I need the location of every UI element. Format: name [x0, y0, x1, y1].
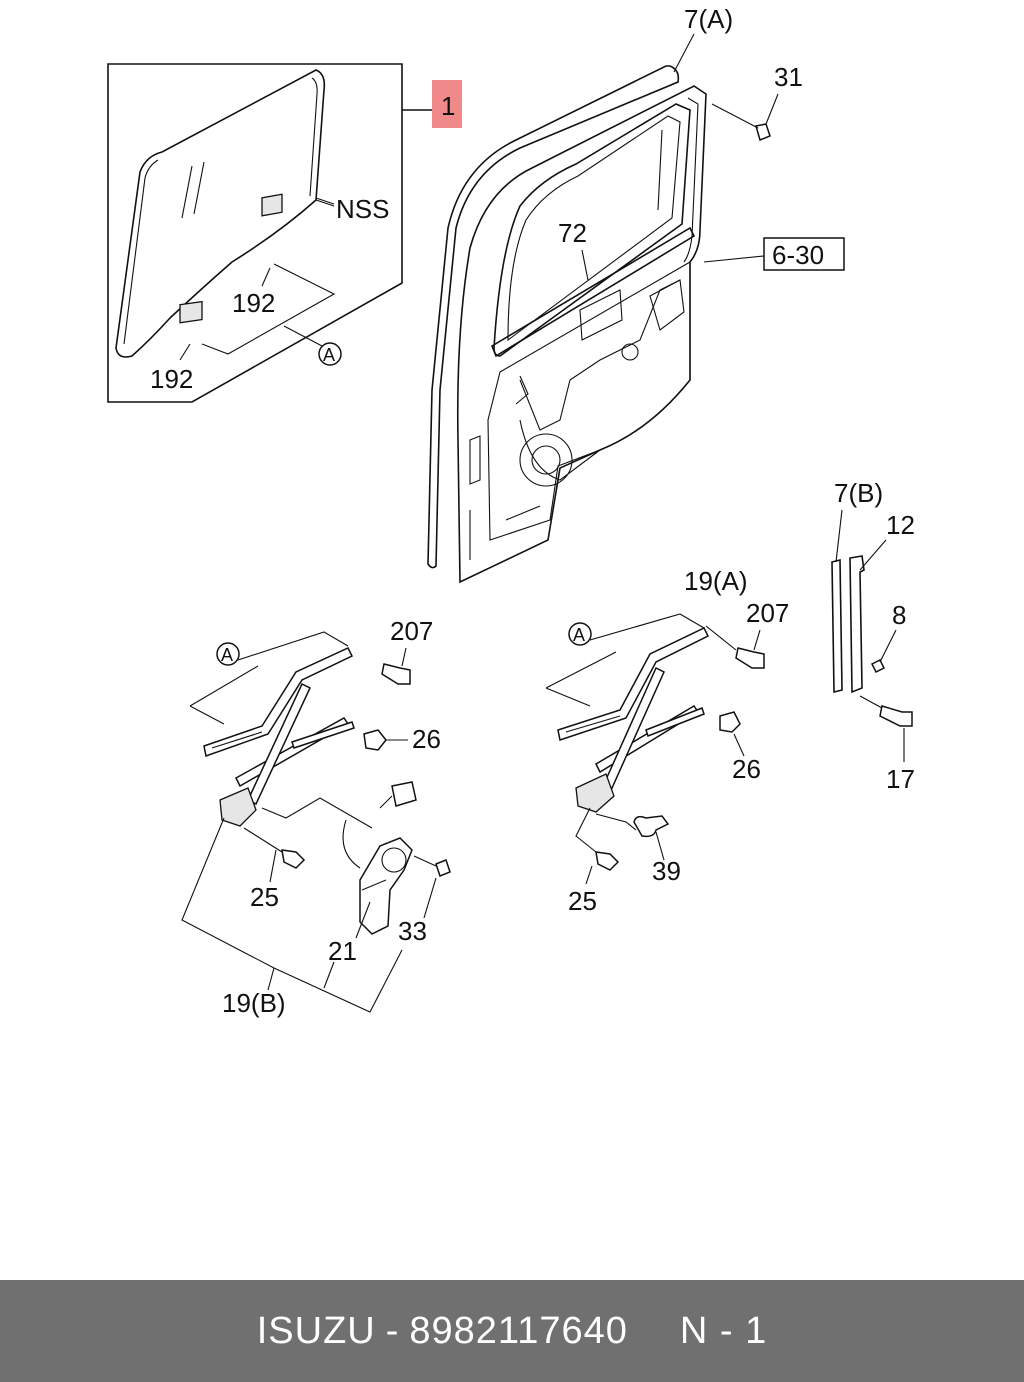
brand-separator: -	[385, 1309, 400, 1352]
door-glass	[115, 69, 326, 358]
nut-26-mid	[719, 711, 741, 733]
label-207-left: 207	[390, 616, 433, 646]
motor-21	[359, 837, 413, 935]
screw-25-mid	[595, 851, 620, 871]
label-31: 31	[774, 62, 803, 92]
crank-handle-39	[633, 815, 670, 838]
bolt-207-left	[381, 663, 411, 685]
belt-moulding-72	[491, 226, 696, 358]
footer-bar: ISUZU - 8982117640 N - 1	[0, 1280, 1024, 1382]
glass-clip-upper	[261, 193, 283, 217]
callout-1-highlight	[432, 80, 462, 128]
brand-name: ISUZU	[256, 1309, 376, 1352]
label-26-left: 26	[412, 724, 441, 754]
label-25-mid: 25	[568, 886, 597, 916]
part-number: 8982117640	[409, 1309, 628, 1352]
label-1: 1	[441, 91, 455, 121]
channel-bracket-12	[849, 555, 865, 694]
label-19a: 19(A)	[684, 566, 748, 596]
page-reference: N - 1	[679, 1309, 768, 1352]
label-17: 17	[886, 764, 915, 794]
screw-25-left	[281, 849, 306, 869]
ref-circle-a-mid	[568, 622, 592, 646]
clip-8	[870, 658, 886, 674]
label-8: 8	[892, 600, 906, 630]
label-21: 21	[328, 936, 357, 966]
label-19b: 19(B)	[222, 988, 286, 1018]
ref-circle-a-top	[318, 342, 342, 366]
weatherstrip-7a	[427, 65, 680, 569]
label-6-30: 6-30	[772, 240, 824, 270]
screw-33	[435, 859, 451, 877]
run-channel-7b	[831, 558, 843, 694]
nut-26-left	[363, 729, 387, 751]
label-72: 72	[558, 218, 587, 248]
regulator-19b	[181, 631, 451, 1013]
bolt-207-mid	[735, 647, 765, 669]
label-192-upper: 192	[232, 288, 275, 318]
label-12: 12	[886, 510, 915, 540]
bolt-17	[879, 705, 913, 727]
label-circle-a-top: A	[323, 345, 335, 365]
label-33: 33	[398, 916, 427, 946]
label-207-mid: 207	[746, 598, 789, 628]
label-nss: NSS	[336, 194, 389, 224]
glass-clip-lower	[179, 300, 203, 324]
label-26-mid: 26	[732, 754, 761, 784]
regulator-19a	[545, 613, 765, 885]
ref-box-6-30	[763, 237, 845, 271]
bolt-31	[711, 93, 779, 142]
connector	[391, 781, 417, 807]
label-39: 39	[652, 856, 681, 886]
rear-channel	[831, 509, 913, 762]
ref-circle-a-left	[216, 642, 240, 666]
label-25-left: 25	[250, 882, 279, 912]
label-circle-a-left: A	[221, 645, 233, 665]
door-panel	[427, 65, 707, 584]
label-7a: 7(A)	[684, 4, 733, 34]
label-192-lower: 192	[150, 364, 193, 394]
label-7b: 7(B)	[834, 478, 883, 508]
parts-diagram: 1 7(A) 31 NSS 72 6-30 192 192 A 7(B) 12 …	[107, 4, 915, 1018]
label-circle-a-mid: A	[573, 625, 585, 645]
glass-inset	[107, 63, 403, 403]
